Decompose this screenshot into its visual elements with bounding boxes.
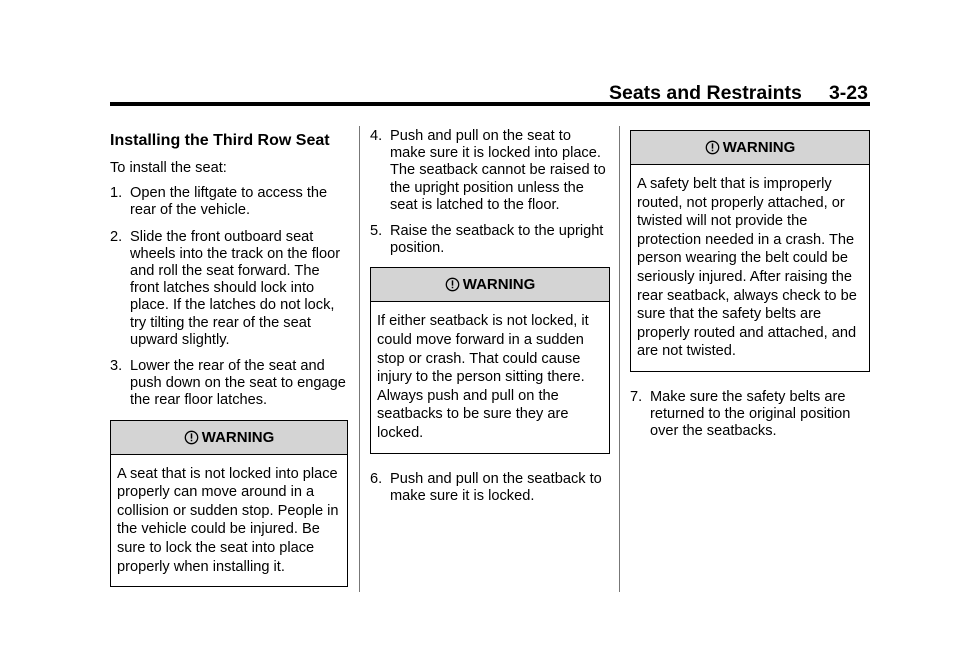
list-item: 5. Raise the seatback to the upright pos… [370, 223, 610, 257]
page-header: Seats and Restraints 3-23 [110, 82, 868, 104]
step-number: 7. [630, 388, 643, 405]
step-number: 1. [110, 185, 123, 202]
header-rule [110, 102, 870, 106]
column-divider [359, 126, 360, 592]
warning-header: WARNING [371, 268, 609, 303]
column-3: WARNING A safety belt that is improperly… [630, 128, 870, 450]
warning-text: If either seatback is not locked, it cou… [377, 313, 589, 441]
warning-label: WARNING [462, 276, 536, 294]
step-text: Raise the seatback to the upright positi… [390, 223, 604, 257]
page-title: Seats and Restraints 3-23 [608, 82, 868, 104]
warning-text: A safety belt that is improperly routed,… [637, 176, 857, 360]
step-number: 4. [370, 128, 383, 144]
list-item: 2. Slide the front outboard seat wheels … [110, 229, 348, 349]
warning-label: WARNING [722, 138, 796, 156]
warning-header: WARNING [111, 420, 347, 455]
step-text: Open the liftgate to access the rear of … [130, 185, 328, 219]
intro-text: To install the seat: [110, 160, 227, 176]
steps-list: 7. Make sure the safety belts are return… [630, 389, 870, 441]
step-number: 2. [110, 228, 123, 245]
column-2: 4. Push and pull on the seat to make sur… [370, 128, 610, 514]
steps-list: 4. Push and pull on the seat to make sur… [370, 128, 610, 257]
step-text: Push and pull on the seatback to make su… [390, 470, 602, 504]
list-item: 7. Make sure the safety belts are return… [630, 389, 870, 441]
step-text: Push and pull on the seat to make sure i… [390, 128, 606, 213]
step-text: Slide the front outboard seat wheels int… [130, 228, 341, 348]
warning-header: WARNING [631, 131, 869, 165]
warning-box: WARNING A seat that is not locked into p… [110, 419, 348, 588]
list-item: 1. Open the liftgate to access the rear … [110, 185, 348, 219]
list-item: 4. Push and pull on the seat to make sur… [370, 128, 610, 214]
warning-text: A seat that is not locked into place pro… [117, 465, 339, 575]
step-number: 3. [110, 358, 123, 375]
warning-icon [184, 430, 199, 444]
step-text: Make sure the safety belts are returned … [650, 388, 851, 440]
step-number: 6. [370, 470, 383, 487]
warning-icon [445, 278, 460, 292]
warning-box: WARNING If either seatback is not locked… [370, 267, 610, 454]
warning-box: WARNING A safety belt that is improperly… [630, 130, 870, 372]
step-text: Lower the rear of the seat and push down… [130, 358, 346, 409]
list-item: 3. Lower the rear of the seat and push d… [110, 358, 348, 410]
section-heading: Installing the Third Row Seat [110, 132, 330, 149]
step-number: 5. [370, 223, 383, 240]
warning-icon [705, 140, 720, 155]
steps-list: 1. Open the liftgate to access the rear … [110, 185, 348, 409]
list-item: 6. Push and pull on the seatback to make… [370, 471, 610, 505]
steps-list: 6. Push and pull on the seatback to make… [370, 471, 610, 505]
warning-label: WARNING [201, 428, 275, 446]
column-divider [619, 126, 620, 592]
column-1: Installing the Third Row Seat To install… [110, 128, 348, 604]
